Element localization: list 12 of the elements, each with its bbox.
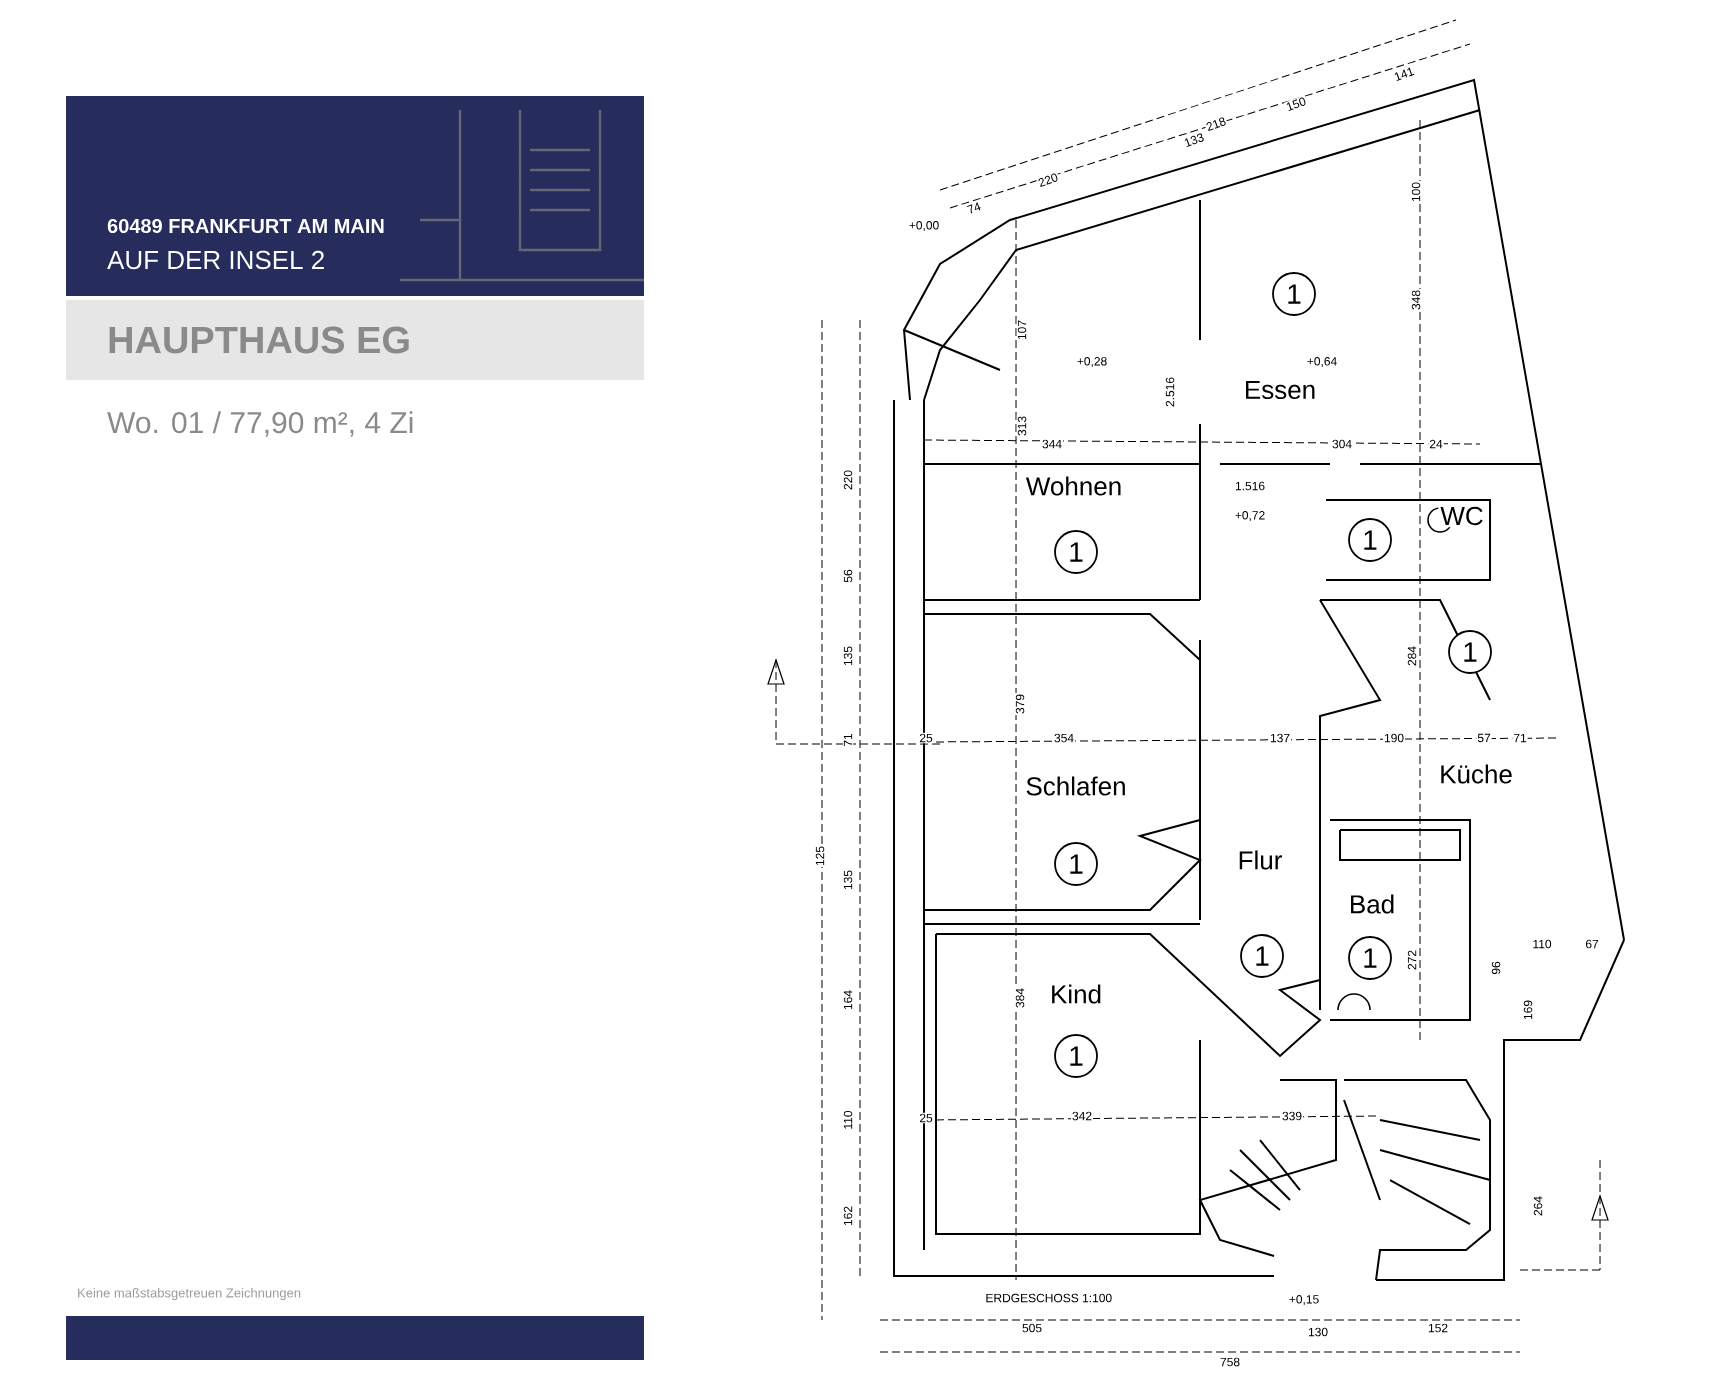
- room-label: Essen: [1241, 378, 1319, 402]
- section-heading: HAUPTHAUS EG: [66, 300, 644, 380]
- unit-info-text: Wo. 01 / 77,90 m², 4 Zi: [107, 411, 413, 437]
- street-text: AUF DER INSEL 2: [107, 250, 324, 270]
- room-label: WC: [1438, 504, 1486, 528]
- room-label: Bad: [1346, 892, 1398, 916]
- room-label: Küche: [1437, 762, 1515, 786]
- room-label: Wohnen: [1023, 474, 1125, 498]
- address-text: 60489 FRANKFURT AM MAIN: [107, 218, 384, 234]
- room-label: Kind: [1048, 982, 1105, 1006]
- room-label: Schlafen: [1023, 774, 1129, 798]
- room-label: Flur: [1235, 848, 1285, 872]
